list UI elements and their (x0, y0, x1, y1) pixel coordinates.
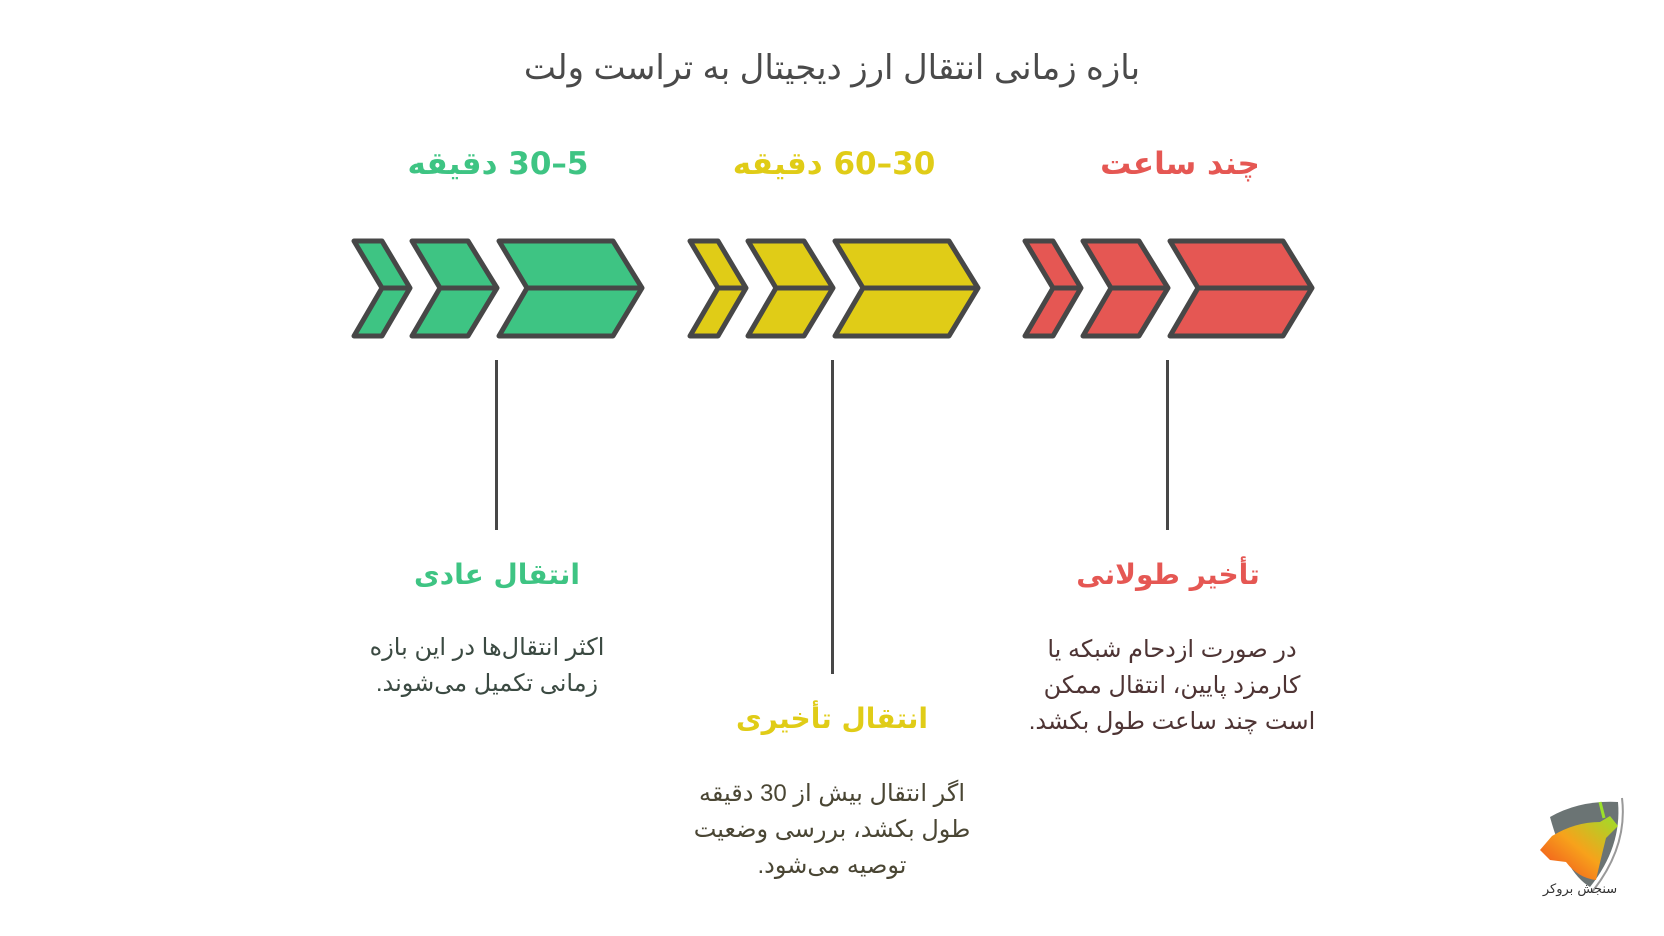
connector-line-long (1166, 360, 1169, 530)
range-label-long: چند ساعت (1100, 146, 1260, 182)
bull-bear-shield-logo-icon (1540, 797, 1624, 893)
stage-description-long: در صورت ازدحام شبکه یا کارمزد پایین، انت… (1028, 636, 1316, 735)
stage-description-normal: اکثر انتقال‌ها در این بازه زمانی تکمیل م… (369, 634, 605, 697)
chevron-group-normal (351, 238, 645, 339)
page-title: بازه زمانی انتقال ارز دیجیتال به تراست و… (523, 49, 1141, 87)
chevron-group-delayed (687, 238, 981, 339)
stage-heading-long: تأخیر طولانی (1076, 558, 1260, 591)
logo-text: سنجش بروکر (1542, 882, 1618, 897)
stage-description-delayed: اگر انتقال بیش از 30 دقیقه طول بکشد، برر… (693, 780, 971, 879)
range-label-delayed: 30–60 دقیقه (732, 146, 936, 182)
stage-heading-delayed: انتقال تأخیری (736, 702, 928, 735)
chevron-group-long (1022, 238, 1315, 339)
range-label-normal: 5–30 دقیقه (407, 146, 589, 182)
connector-line-delayed (831, 360, 834, 674)
stage-heading-normal: انتقال عادی (414, 558, 580, 591)
connector-line-normal (495, 360, 498, 530)
